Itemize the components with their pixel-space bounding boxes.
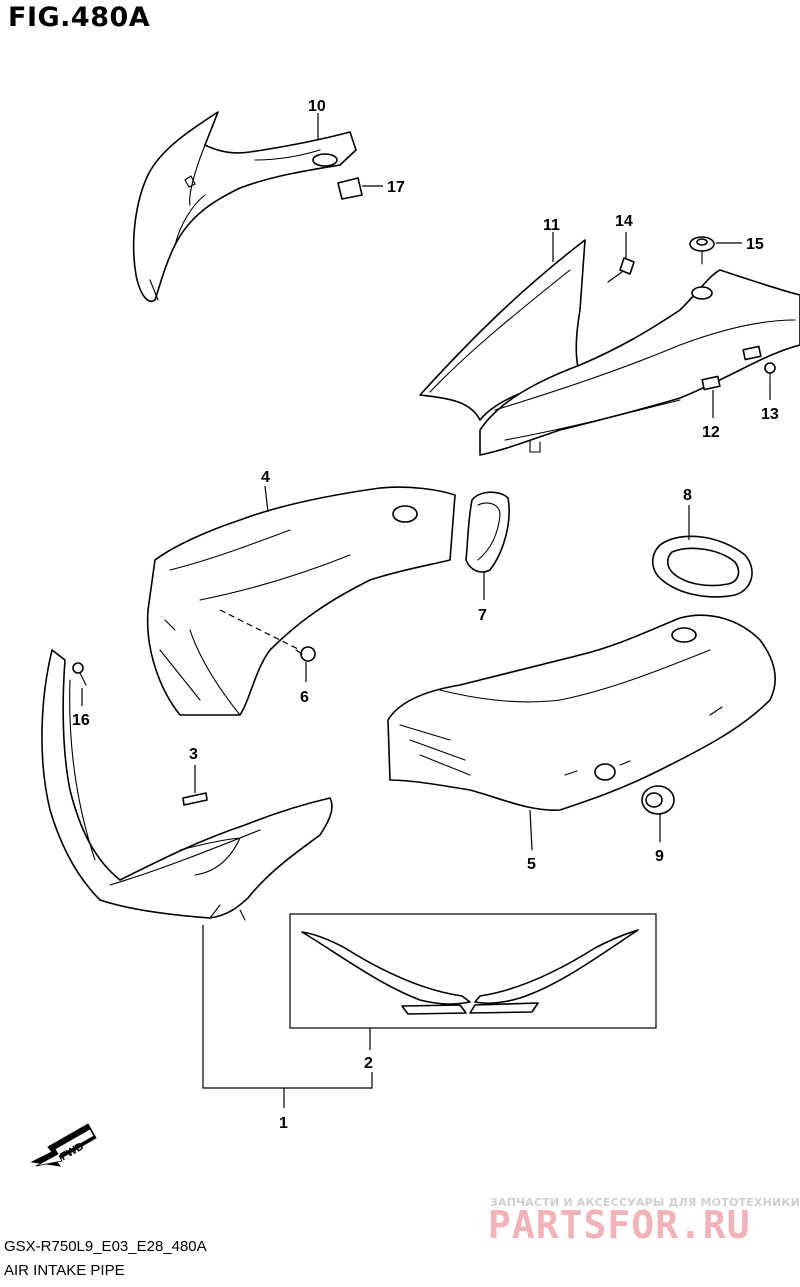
callout-11: 11	[543, 217, 560, 234]
figure-title: FIG.480A	[8, 2, 151, 33]
callout-7: 7	[478, 607, 487, 624]
callout-15: 15	[746, 236, 764, 253]
callout-2: 2	[364, 1055, 373, 1072]
leader-part-1	[202, 925, 373, 1089]
part-10-inner-panel	[132, 111, 357, 302]
part-15-grommet	[689, 236, 742, 265]
part-4-intake-pipe-left	[146, 485, 456, 716]
callout-6: 6	[300, 689, 309, 706]
callout-9: 9	[655, 848, 664, 865]
part-17-label	[337, 177, 383, 200]
callout-12: 12	[702, 424, 720, 441]
callout-1: 1	[279, 1115, 288, 1132]
part-13-screw	[764, 362, 776, 400]
callout-16: 16	[72, 712, 90, 729]
callout-5: 5	[527, 856, 536, 873]
fwd-arrow-icon: FWD	[30, 1123, 97, 1167]
callout-8: 8	[683, 487, 692, 504]
watermark-tagline: ЗАПЧАСТИ И АКСЕССУАРЫ ДЛЯ МОТОТЕХНИКИ	[490, 1196, 800, 1209]
watermark-brand: PARTSFOR.RU	[488, 1203, 751, 1247]
part-7-seal	[465, 491, 510, 600]
part-3-label	[182, 765, 208, 806]
part-5-intake-pipe-right	[387, 614, 776, 851]
callout-4: 4	[261, 469, 270, 486]
part-1-front-cover	[41, 649, 333, 921]
callout-17: 17	[387, 179, 405, 196]
footer-model-code: GSX-R750L9_E03_E28_480A	[4, 1238, 207, 1255]
callout-10: 10	[308, 98, 326, 115]
part-2-detail-box	[289, 913, 657, 1029]
part-14-screw	[607, 232, 635, 283]
callout-14: 14	[615, 213, 633, 230]
part-8-gasket	[651, 505, 753, 598]
part-16-screw	[72, 662, 87, 706]
callout-13: 13	[761, 406, 779, 423]
part-6-clip	[295, 646, 316, 682]
part-9-grommet	[641, 785, 675, 842]
footer-section-name: AIR INTAKE PIPE	[4, 1262, 125, 1279]
part-12-duct-cover	[479, 269, 800, 456]
callout-3: 3	[189, 746, 198, 763]
part-11-side-panel	[419, 239, 586, 421]
